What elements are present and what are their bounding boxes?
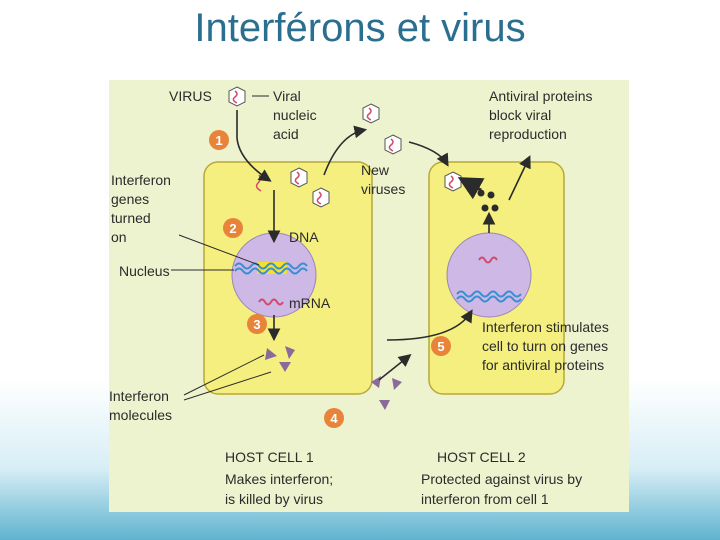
label-interferon-genes-3: turned: [111, 210, 151, 226]
interferon-molecules: [265, 346, 402, 410]
virus-icon: [228, 86, 246, 107]
svg-text:5: 5: [437, 339, 444, 354]
label-stimulates-2: cell to turn on genes: [482, 338, 608, 354]
dna-strand-2b: [456, 295, 522, 303]
step-4: 4: [324, 408, 344, 428]
label-antiviral-3: reproduction: [489, 126, 567, 142]
dna-strand-1b: [234, 267, 308, 275]
label-interferon-genes-2: genes: [111, 191, 149, 207]
slide-title: Interférons et virus: [194, 6, 526, 50]
step-3: 3: [247, 314, 267, 334]
label-interferon-genes-1: Interferon: [111, 172, 171, 188]
new-virus-icon: [384, 134, 402, 155]
svg-text:1: 1: [215, 133, 222, 148]
label-viral-3: acid: [273, 126, 299, 142]
label-new-viruses-2: viruses: [361, 181, 405, 197]
block-arrow: [457, 177, 485, 200]
label-nucleus: Nucleus: [119, 263, 170, 279]
step-5: 5: [431, 336, 451, 356]
label-antiviral-2: block viral: [489, 107, 551, 123]
new-virus-icon: [290, 167, 308, 188]
label-antiviral-1: Antiviral proteins: [489, 88, 593, 104]
label-interferon-molecules-1: Interferon: [109, 388, 169, 404]
label-host-cell-1-desc-2: is killed by virus: [225, 491, 323, 507]
svg-text:3: 3: [253, 317, 260, 332]
label-viral-2: nucleic: [273, 107, 317, 123]
step-1: 1: [209, 130, 229, 150]
label-host-cell-1: HOST CELL 1: [225, 449, 314, 465]
label-leaders: [171, 95, 272, 401]
mrna-strand-1: [258, 298, 284, 306]
label-new-viruses-1: New: [361, 162, 390, 178]
blocked-virus-icon: [444, 171, 462, 192]
label-host-cell-2: HOST CELL 2: [437, 449, 526, 465]
svg-text:2: 2: [229, 221, 236, 236]
interferon-diagram: 1 2 3 4 5 VIRUS Viral nucleic acid Antiv…: [109, 80, 629, 512]
mrna-strand-2: [478, 256, 498, 264]
dna-strand-2a: [456, 290, 522, 298]
svg-text:4: 4: [330, 411, 338, 426]
label-host-cell-2-desc-2: interferon from cell 1: [421, 491, 549, 507]
pathway-arrows: [236, 110, 531, 381]
label-stimulates-1: Interferon stimulates: [482, 319, 609, 335]
label-virus: VIRUS: [169, 88, 212, 104]
label-mrna: mRNA: [289, 295, 331, 311]
new-virus-icon: [362, 103, 380, 124]
step-2: 2: [223, 218, 243, 238]
label-host-cell-1-desc-1: Makes interferon;: [225, 471, 333, 487]
label-dna: DNA: [289, 229, 319, 245]
label-host-cell-2-desc-1: Protected against virus by: [421, 471, 582, 487]
nucleus-cell-2: [446, 232, 532, 318]
label-interferon-genes-4: on: [111, 229, 127, 245]
label-viral-1: Viral: [273, 88, 301, 104]
label-stimulates-3: for antiviral proteins: [482, 357, 604, 373]
dna-strand-1a: [234, 262, 308, 270]
new-virus-icon: [312, 187, 330, 208]
diagram-svg: 1 2 3 4 5 VIRUS Viral nucleic acid Antiv…: [109, 86, 609, 507]
label-interferon-molecules-2: molecules: [109, 407, 172, 423]
